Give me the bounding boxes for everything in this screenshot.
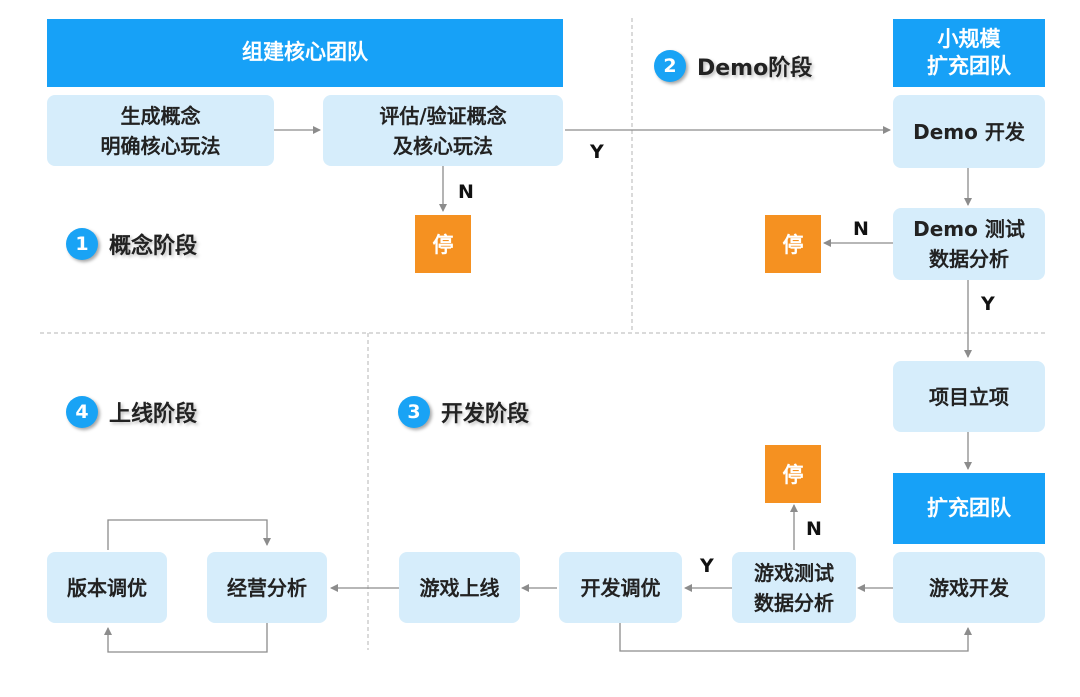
- decision-no-label: N: [853, 218, 869, 240]
- stage-number-badge: 4: [66, 396, 98, 428]
- node-game-dev: 游戏开发: [893, 552, 1045, 623]
- stage-title: 开发阶段: [441, 402, 530, 427]
- node-dev-tuning: 开发调优: [559, 552, 682, 623]
- node-version-tuning: 版本调优: [47, 552, 167, 623]
- stage-number-badge: 1: [66, 228, 98, 260]
- stage-3-label: 3 开发阶段: [398, 396, 529, 428]
- stage-4-label: 4 上线阶段: [66, 396, 197, 428]
- arrow-analysis-to-version: [104, 622, 268, 653]
- node-demo-test: Demo 测试 数据分析: [893, 208, 1045, 280]
- banner-expand-team: 扩充团队: [893, 473, 1045, 544]
- decision-yes-label: Y: [981, 293, 995, 315]
- stage-1-label: 1 概念阶段: [66, 228, 197, 260]
- arrow-version-to-analysis: [107, 519, 271, 550]
- stop-node-development: 停: [765, 445, 821, 503]
- decision-no-label: N: [806, 518, 822, 540]
- stage-dividers: [40, 18, 1045, 650]
- stage-number-badge: 3: [398, 396, 430, 428]
- node-generate-concept: 生成概念 明确核心玩法: [47, 95, 274, 166]
- node-game-launch: 游戏上线: [399, 552, 520, 623]
- stage-number-badge: 2: [654, 50, 686, 82]
- arrow-tuning-loop-to-game-dev: [619, 622, 972, 652]
- decision-yes-label: Y: [590, 141, 604, 163]
- stage-title: 概念阶段: [109, 234, 198, 259]
- banner-core-team: 组建核心团队: [47, 19, 563, 87]
- node-evaluate-concept: 评估/验证概念 及核心玩法: [323, 95, 563, 166]
- stage-2-label: 2 Demo阶段: [654, 50, 812, 82]
- stage-title: Demo阶段: [697, 56, 813, 81]
- node-game-test: 游戏测试 数据分析: [732, 552, 856, 623]
- stop-node-demo: 停: [765, 215, 821, 273]
- banner-small-team: 小规模 扩充团队: [893, 19, 1045, 87]
- node-demo-dev: Demo 开发: [893, 95, 1045, 168]
- node-project-setup: 项目立项: [893, 361, 1045, 432]
- stage-title: 上线阶段: [109, 402, 198, 427]
- decision-no-label: N: [458, 181, 474, 203]
- decision-yes-label: Y: [700, 555, 714, 577]
- stop-node-concept: 停: [415, 215, 471, 273]
- node-operation-analysis: 经营分析: [207, 552, 327, 623]
